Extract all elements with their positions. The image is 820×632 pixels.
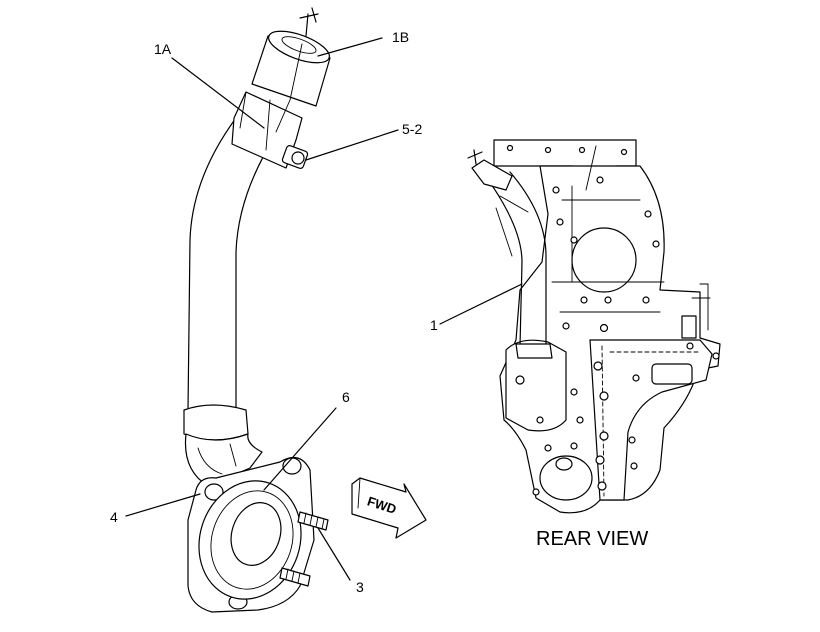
- tube-assembly: [183, 7, 331, 613]
- upper-bracket-edge: [239, 91, 271, 151]
- pump-housing: [505, 339, 567, 432]
- filler-cap-inner: [281, 36, 317, 54]
- rear-tube-inner: [509, 171, 547, 347]
- lower-gear: [539, 455, 593, 501]
- bolt-5-2-head: [291, 151, 305, 165]
- callout-1A: 1A: [154, 41, 172, 57]
- tube-collar: [183, 404, 249, 441]
- rear-tube-outer: [483, 173, 523, 347]
- lower-gear-hub: [555, 457, 573, 471]
- dipstick-rod: [275, 43, 303, 133]
- cover-bolt-holes: [506, 144, 720, 496]
- leader-6: [263, 407, 337, 491]
- rear-tube-cap: [471, 159, 513, 191]
- rear-view-label: REAR VIEW: [536, 528, 648, 550]
- rear-view-engine: [467, 139, 721, 514]
- right-housing-panel: [651, 363, 693, 385]
- elbow-detail: [197, 443, 237, 475]
- leader-lines: [125, 37, 523, 581]
- pump-bolt: [515, 375, 525, 385]
- callout-1B: 1B: [392, 29, 409, 45]
- leader-1: [439, 283, 523, 325]
- gasket-mid: [210, 490, 294, 590]
- housing-dashed: [601, 345, 701, 497]
- callout-3: 3: [356, 579, 364, 595]
- callout-1: 1: [430, 317, 438, 333]
- callout-5-2: 5-2: [402, 121, 422, 137]
- gasket-inner: [230, 502, 282, 566]
- flange-hole-left: [204, 483, 224, 501]
- rear-dipstick-handle: [467, 149, 483, 165]
- leader-1A: [171, 57, 265, 129]
- callout-6: 6: [342, 389, 350, 405]
- stud-upper: [297, 511, 329, 531]
- dipstick-handle: [299, 7, 319, 37]
- rear-tube-base: [515, 343, 553, 359]
- rear-tube-detail: [495, 195, 529, 257]
- leader-5-2: [305, 129, 399, 161]
- callout-4: 4: [110, 509, 118, 525]
- fwd-arrow: FWD: [351, 477, 427, 539]
- right-bracket-tab: [681, 315, 697, 339]
- right-bracket-lines: [691, 283, 711, 331]
- leader-4: [125, 493, 201, 517]
- filler-cap-top: [268, 30, 330, 64]
- leader-3: [317, 527, 351, 581]
- tube-inner-edge: [235, 137, 275, 411]
- cover-inner-lines: [551, 145, 665, 313]
- elbow: [184, 433, 263, 487]
- stud-lower: [279, 567, 311, 587]
- leader-1B: [317, 37, 383, 57]
- tube-outer-edge: [187, 117, 237, 411]
